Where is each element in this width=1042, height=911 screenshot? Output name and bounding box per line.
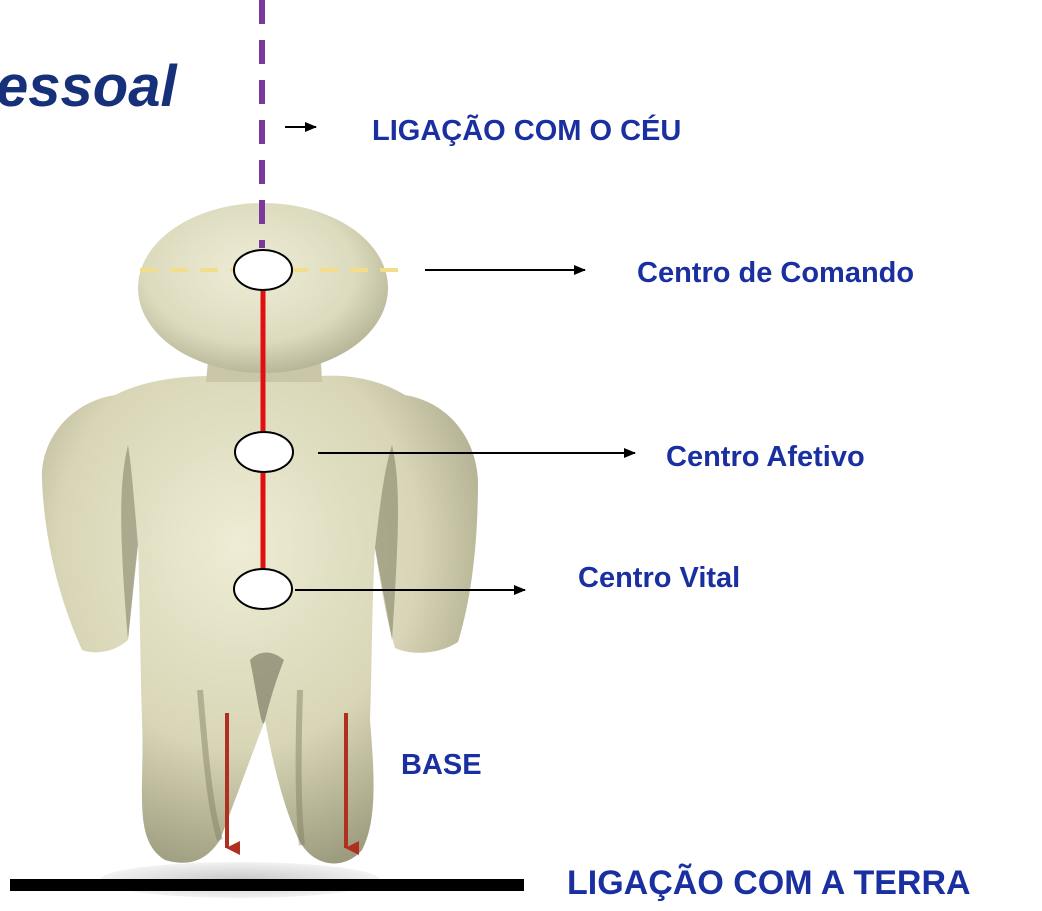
leg-crease-left xyxy=(197,689,223,841)
figure-body xyxy=(41,375,478,864)
title-fragment: essoal xyxy=(0,54,177,119)
label-base: BASE xyxy=(401,749,482,781)
arm-shadow-right xyxy=(375,445,398,640)
label-command-center: Centro de Comando xyxy=(637,257,915,289)
label-earth-link: LIGAÇÃO COM A TERRA xyxy=(567,864,971,902)
arm-shadow-left xyxy=(121,445,138,640)
label-vital-center: Centro Vital xyxy=(578,562,741,594)
label-affective-center: Centro Afetivo xyxy=(666,441,865,473)
vital-center-node xyxy=(233,568,293,610)
affective-center-node xyxy=(234,431,294,473)
leg-gap-shadow xyxy=(250,652,284,724)
label-sky-link: LIGAÇÃO COM O CÉU xyxy=(372,115,682,147)
leg-crease-right xyxy=(295,689,305,846)
command-center-node xyxy=(233,249,293,291)
ground-bar xyxy=(10,879,524,891)
